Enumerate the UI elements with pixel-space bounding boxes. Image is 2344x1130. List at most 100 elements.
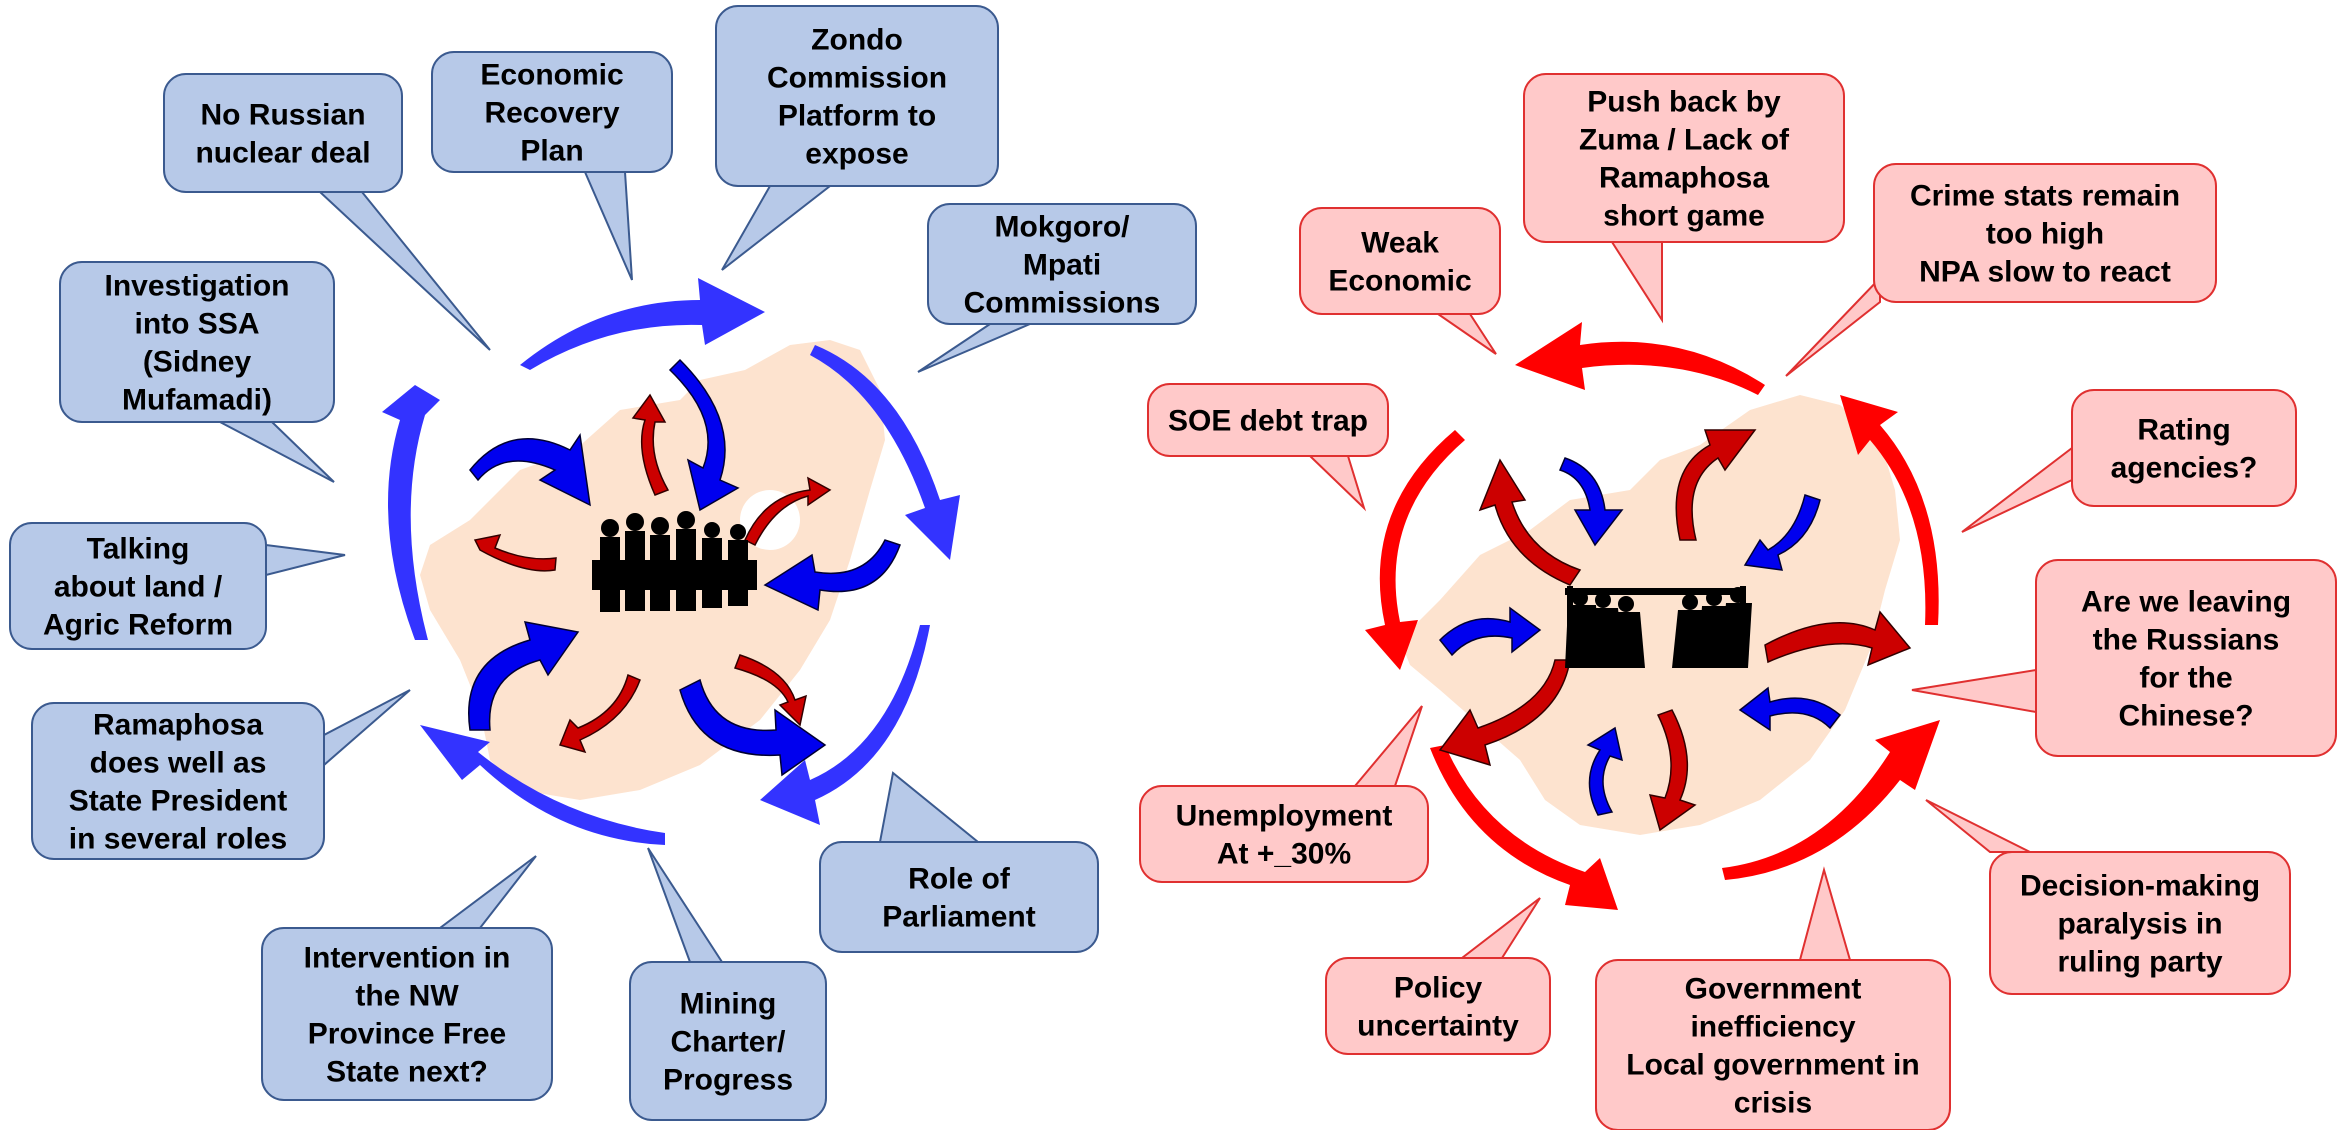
callout-text-line: Economic <box>1328 265 1471 298</box>
callout-text-line: Government <box>1685 973 1862 1006</box>
callout-text-line: about land / <box>54 571 223 604</box>
callout-fill <box>1993 855 2287 991</box>
callout-text-line: State President <box>69 785 287 818</box>
callout-text-line: uncertainty <box>1357 1010 1519 1043</box>
callout-fill <box>63 265 331 419</box>
inner-red-arrow <box>473 533 557 572</box>
callout-text-line: short game <box>1603 200 1765 233</box>
callout-tail <box>219 421 335 483</box>
callout-fill <box>1303 211 1497 311</box>
callout-text-line: Commission <box>767 62 947 95</box>
inner-blue-arrow <box>1586 726 1624 816</box>
tug-of-war-silhouette-icon <box>1565 586 1752 668</box>
callout-tail <box>1307 455 1367 512</box>
callout-text-line: Mokgoro/ <box>995 211 1131 244</box>
outer-arrow-lower-right <box>760 625 930 825</box>
callout-soe-debt: SOE debt trap <box>1147 383 1389 512</box>
callout-text-line: Agric Reform <box>43 609 233 642</box>
callout-tail <box>437 855 537 929</box>
inner-red-arrow <box>1675 429 1757 541</box>
callout-fill <box>13 526 263 646</box>
callout-zuma-pushback: Push back by Zuma / Lack of Ramaphosa short… <box>1523 73 1845 324</box>
callout-fill <box>1877 167 2213 299</box>
outer-arrow-bottom <box>1430 745 1618 910</box>
outer-arrow-left <box>382 385 440 640</box>
outer-arrow-upper-right <box>810 345 960 560</box>
callout-text-line: agencies? <box>2111 452 2258 485</box>
callout-fill <box>1329 961 1547 1051</box>
callout-text-line: No Russian <box>200 99 365 132</box>
inner-red-arrow <box>631 393 670 496</box>
callout-ramaphosa-roles: Ramaphosa does well as State President in s… <box>31 689 411 860</box>
callout-fill <box>633 965 823 1117</box>
callout-text-line: Province Free <box>308 1018 506 1051</box>
callout-text-line: Role of <box>908 863 1011 896</box>
outer-arrow-left <box>1365 430 1465 670</box>
callout-fill <box>1527 77 1841 239</box>
callout-tail <box>1925 799 2031 853</box>
callout-text-line: Decision-making <box>2020 870 2260 903</box>
callout-text-line: Zuma / Lack of <box>1579 124 1790 157</box>
callout-text-line: Recovery <box>484 97 619 130</box>
callout-fill <box>1143 789 1425 879</box>
callout-text-line: ruling party <box>2057 946 2222 979</box>
callout-text-line: Are we leaving <box>2081 586 2291 619</box>
callout-text-line: in several roles <box>69 823 287 856</box>
callout-fill <box>1151 387 1385 453</box>
callout-text-line: At +_30% <box>1217 838 1351 871</box>
callout-text-line: Platform to <box>778 100 936 133</box>
callout-text-line: Mufamadi) <box>122 384 272 417</box>
callout-text-line: Local government in <box>1626 1049 1919 1082</box>
callout-fill <box>167 77 399 189</box>
callout-text-line: Progress <box>663 1064 793 1097</box>
callout-text-line: Unemployment <box>1176 800 1393 833</box>
callout-rating-agencies: Rating agencies? <box>1961 389 2297 533</box>
inner-blue-arrow <box>1558 457 1624 547</box>
callout-tail <box>1434 313 1497 355</box>
callout-text-line: Rating <box>2137 414 2230 447</box>
callout-text-line: SOE debt trap <box>1168 405 1368 438</box>
callout-text-line: Mpati <box>1023 249 1101 282</box>
callout-text-line: Plan <box>520 135 583 168</box>
callout-text-line: Charter/ <box>670 1026 786 1059</box>
callout-text-line: Push back by <box>1587 86 1781 119</box>
callout-tail <box>1459 897 1541 959</box>
inner-blue-arrow <box>1743 494 1821 571</box>
inner-blue-arrow <box>1738 686 1842 732</box>
callout-fill <box>1599 963 1947 1127</box>
callout-text-line: does well as <box>90 747 267 780</box>
callout-tail <box>1961 445 2073 533</box>
left-inner-red-arrows <box>473 393 832 754</box>
outer-arrow-right-upper <box>1840 395 1939 625</box>
callout-tail <box>317 191 491 351</box>
callout-text-line: Intervention in <box>304 942 511 975</box>
callout-tail <box>1352 705 1423 787</box>
left-cycle-arrows <box>382 278 960 845</box>
callout-tail <box>647 847 724 963</box>
inner-red-arrow <box>1764 610 1912 667</box>
inner-red-arrow <box>1438 659 1571 767</box>
right-inner-red-arrows <box>1438 429 1912 832</box>
inner-blue-arrow <box>668 358 740 512</box>
callout-tail <box>583 171 633 281</box>
callout-text-line: Ramaphosa <box>93 709 263 742</box>
callout-text-line: Chinese? <box>2118 700 2253 733</box>
inner-blue-arrow <box>679 678 827 777</box>
callout-tail <box>878 771 981 843</box>
callout-fill <box>2039 563 2333 753</box>
callout-text-line: Ramaphosa <box>1599 162 1769 195</box>
callout-tail <box>265 543 346 577</box>
inner-blue-arrow <box>1438 606 1542 657</box>
inner-blue-arrow <box>763 539 901 612</box>
inner-red-arrow <box>558 673 641 754</box>
